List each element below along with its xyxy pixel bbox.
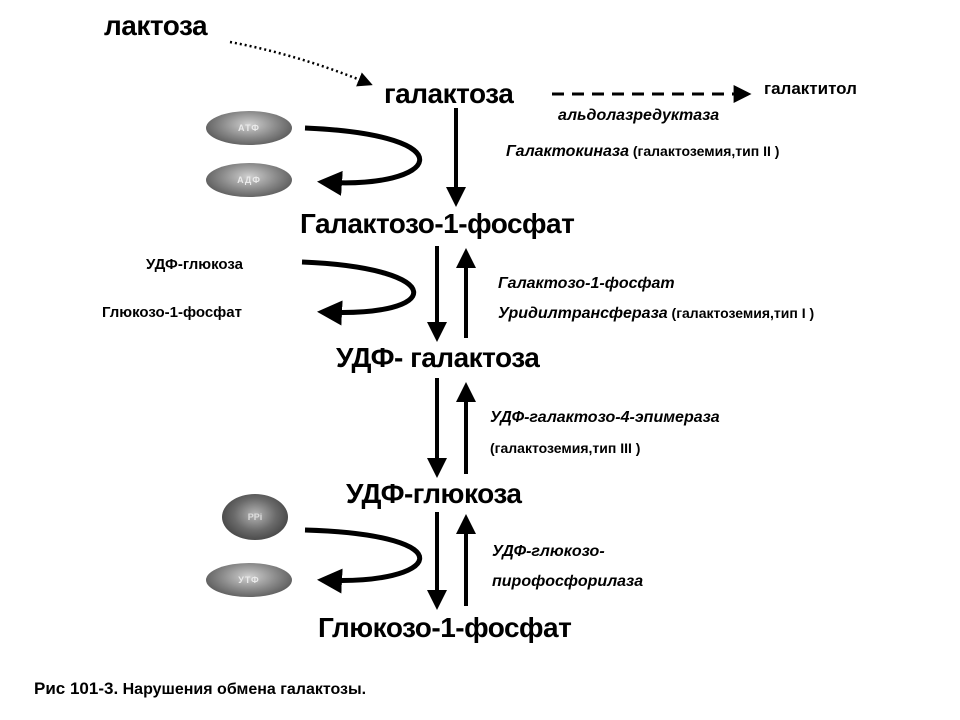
aldose-reductase-label: альдолазредуктаза <box>558 107 720 124</box>
galt-name: Уридилтрансфераза <box>498 305 668 322</box>
gal1p-label: Галактозо-1-фосфат <box>300 208 575 239</box>
lactose-label: лактоза <box>104 10 208 41</box>
galactokinase-note: (галактоземия,тип II ) <box>628 143 780 159</box>
glc1p-label: Глюкозо-1-фосфат <box>318 612 572 643</box>
udpglc-cosubstrate-label: УДФ-глюкоза <box>146 256 243 273</box>
epimerase-note: (галактоземия,тип III ) <box>490 440 641 456</box>
caption-text: Нарушения обмена галактозы. <box>118 681 367 698</box>
atp-pill: АТФ <box>206 111 292 145</box>
adp-label: АДФ <box>237 175 261 185</box>
ppi-label: PPi <box>247 512 263 522</box>
utp-pill: УТФ <box>206 563 292 597</box>
caption-lead: Рис 101-3. <box>34 679 119 698</box>
arrow-ppi-to-utp <box>304 527 423 594</box>
udpgal-label: УДФ- галактоза <box>336 342 540 373</box>
atp-label: АТФ <box>238 123 260 133</box>
galactokinase-label: Галактокиназа (галактоземия,тип II ) <box>506 144 779 160</box>
arrow-lactose-to-galactose <box>229 40 373 87</box>
pyrophosphorylase-line1: УДФ-глюкозо- <box>492 543 605 560</box>
galactokinase-name: Галактокиназа <box>506 143 629 160</box>
arrow-udpglc-to-glc1p <box>301 259 417 326</box>
epimerase-label: УДФ-галактозо-4-эпимераза <box>490 409 720 426</box>
galactitol-label: галактитол <box>764 79 857 98</box>
galt-note: (галактоземия,тип I ) <box>667 305 815 321</box>
pyrophosphorylase-line2: пирофосфорилаза <box>492 573 644 590</box>
galactose-label: галактоза <box>384 78 514 109</box>
adp-pill: АДФ <box>206 163 292 197</box>
galt-line2: Уридилтрансфераза (галактоземия,тип I ) <box>498 306 814 322</box>
ppi-circle: PPi <box>222 494 288 540</box>
arrow-atp-to-adp <box>304 125 423 196</box>
figure-caption: Рис 101-3. Нарушения обмена галактозы. <box>34 680 366 698</box>
udpglc-label: УДФ-глюкоза <box>346 478 522 509</box>
glc1p-cosubstrate-label: Глюкозо-1-фосфат <box>102 304 242 321</box>
galt-line1: Галактозо-1-фосфат <box>498 275 675 292</box>
utp-label: УТФ <box>238 575 260 585</box>
